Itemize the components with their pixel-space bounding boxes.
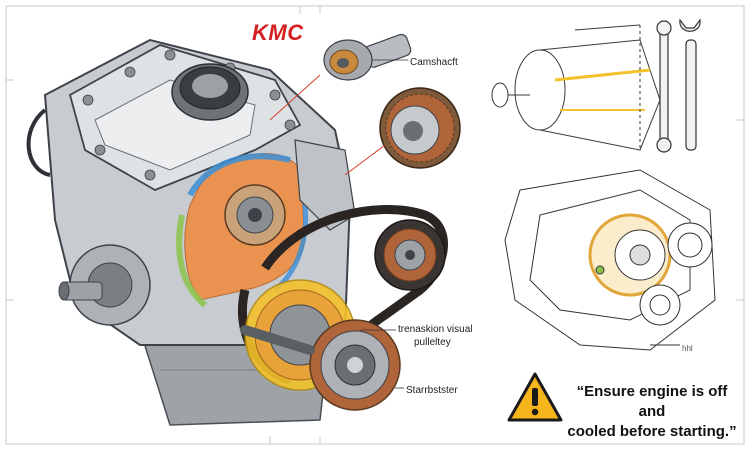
camshaft-label: Camshacft	[410, 57, 458, 68]
transmission-label-line1: trenaskion visual	[398, 324, 473, 335]
transmission-pulley-label: trenaskion visual pulleltey	[398, 323, 472, 349]
warning-line2: cooled before starting.”	[567, 423, 737, 440]
warning-triangle-icon	[507, 372, 563, 422]
timing-gear-part	[269, 74, 461, 176]
cylinder-sketch	[491, 24, 661, 151]
drive-belt-assembly	[237, 205, 448, 411]
detail-label: hhl	[682, 344, 693, 353]
brand-logo: KMC	[252, 20, 304, 45]
camshaft-part	[323, 33, 412, 81]
safety-warning-text: “Ensure engine is off and cooled before …	[562, 382, 742, 442]
warning-line1: “Ensure engine is off and	[576, 383, 728, 420]
transmission-sketch	[504, 169, 716, 351]
leader-lines	[360, 329, 404, 389]
starter-label: Starrbstster	[406, 385, 458, 396]
transmission-label-line2: pulleltey	[414, 337, 451, 348]
blueprint-frame	[5, 5, 745, 445]
wrench-tools	[656, 18, 701, 153]
